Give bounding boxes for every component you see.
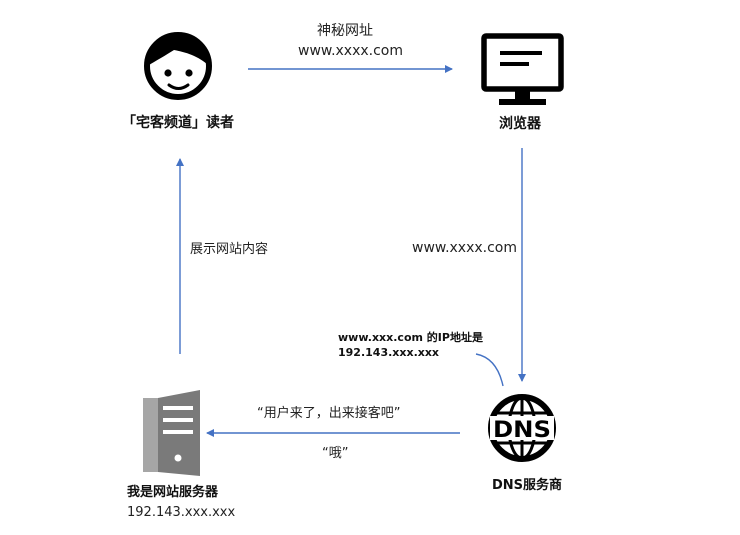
edge-label-notify-server: “用户来了，出来接客吧”	[257, 406, 401, 421]
edge-label-url: www.xxxx.com	[298, 43, 404, 59]
dns-reply-line1: www.xxx.com 的IP地址是	[338, 331, 483, 344]
dns-reply-line2: 192.143.xxx.xxx	[338, 346, 440, 359]
reader-face-icon	[144, 32, 212, 100]
dns-reply-callout-line	[475, 353, 504, 387]
monitor-icon	[481, 33, 564, 105]
reader-label: 「宅客频道」读者	[122, 115, 234, 131]
edge-label-show-content: 展示网站内容	[190, 242, 269, 257]
browser-label: 浏览器	[499, 116, 541, 132]
server-ip: 192.143.xxx.xxx	[127, 505, 236, 520]
server-tower-icon	[143, 390, 200, 476]
edge-label-server-reply: “哦”	[322, 446, 349, 461]
server-label: 我是网站服务器	[127, 485, 219, 500]
dns-label: DNS服务商	[492, 478, 563, 493]
edge-label-dns-query: www.xxxx.com	[412, 240, 518, 256]
edge-label-mystery-url: 神秘网址	[317, 23, 373, 39]
dns-icon-text: DNS	[493, 418, 551, 443]
dns-globe-icon: DNS	[488, 394, 556, 462]
